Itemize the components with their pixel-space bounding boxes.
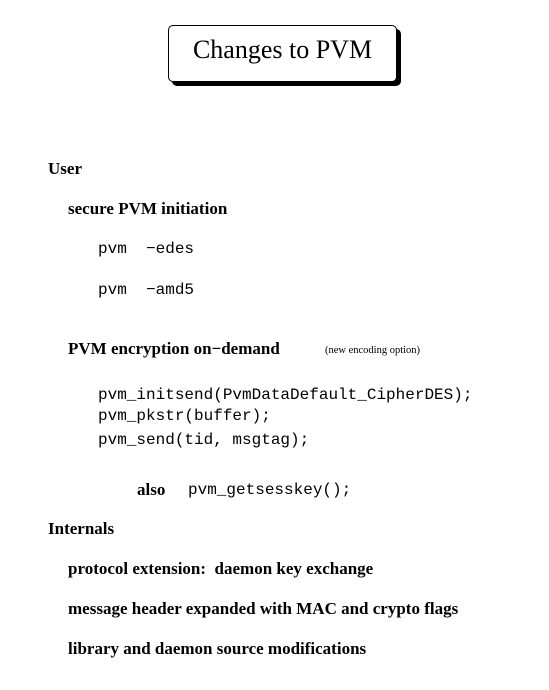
user-heading: User — [48, 159, 82, 178]
code-line: pvm_initsend(PvmDataDefault_CipherDES); — [98, 386, 473, 404]
internals-item: library and daemon source modifications — [68, 639, 367, 658]
also-label: also — [137, 480, 166, 499]
page-title: Changes to PVM — [192, 35, 373, 64]
code-line: pvm_pkstr(buffer); — [98, 407, 271, 425]
secure-initiation-label: secure PVM initiation — [68, 199, 228, 218]
encryption-note: (new encoding option) — [325, 345, 421, 356]
command-edes: pvm −edes — [98, 240, 195, 258]
command-amd5: pvm −amd5 — [98, 281, 195, 299]
encryption-heading: PVM encryption on−demand — [68, 339, 280, 358]
code-line: pvm_send(tid, msgtag); — [98, 431, 310, 449]
internals-item: protocol extension: daemon key exchange — [68, 559, 374, 578]
also-code: pvm_getsesskey(); — [188, 481, 352, 499]
internals-heading: Internals — [48, 519, 115, 538]
title-box: Changes to PVM — [168, 25, 397, 82]
internals-item: message header expanded with MAC and cry… — [68, 599, 459, 618]
